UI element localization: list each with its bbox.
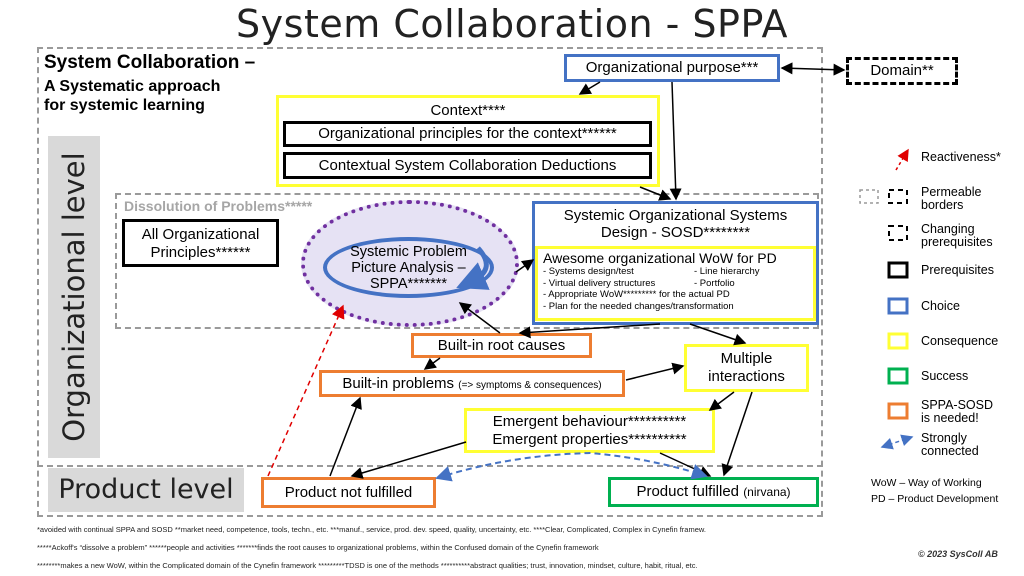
domain-box: Domain** — [846, 57, 958, 85]
legend-sppa-sosd: SPPA-SOSD is needed! — [921, 398, 994, 425]
legend-sppa-sosd-symbol — [887, 402, 909, 420]
footnote-3: ********makes a new WoW, within the Comp… — [37, 561, 698, 570]
sosd-interactions-arrow — [689, 323, 747, 346]
awesome-wow-box: Awesome organizational WoW for PD - Syst… — [535, 246, 816, 321]
emergent-notfulfilled-arrow — [350, 441, 467, 479]
organization-border — [37, 47, 823, 517]
legend-permeable-black-symbol — [888, 189, 908, 204]
legend-changing: Changing prerequisites — [921, 222, 993, 249]
purpose-sosd-arrow — [669, 81, 682, 201]
dissolution-of-problems-label: Dissolution of Problems***** — [124, 198, 313, 214]
all-org-principles-box: All Organizational Principles****** — [122, 219, 279, 267]
page-title: System Collaboration - SPPA — [236, 2, 788, 46]
rootcause-sppa-arrow — [458, 302, 501, 334]
legend-success-symbol — [887, 367, 909, 385]
purpose-domain-arrow — [780, 62, 846, 76]
contextual-deductions-box: Contextual System Collaboration Deductio… — [283, 152, 652, 179]
wow-list: - Systems design/test - Line hierarchy -… — [543, 266, 760, 312]
legend-prerequisites-symbol — [887, 261, 909, 279]
organizational-level-label: Organizational level — [48, 136, 100, 458]
system-collaboration-subtitle: A Systematic approach for systemic learn… — [44, 78, 221, 114]
sppa-loop-arrow — [456, 246, 490, 290]
legend-prerequisites: Prerequisites — [921, 263, 994, 277]
footnote-1: *avoided with continual SPPA and SOSD **… — [37, 525, 706, 534]
context-sosd-arrow — [639, 186, 672, 201]
purpose-context-arrow — [578, 81, 601, 95]
legend-permeable-grey-symbol — [859, 189, 879, 204]
abbrev-pd: PD – Product Development — [871, 493, 999, 505]
legend-permeable: Permeable borders — [921, 185, 982, 212]
legend-choice: Choice — [921, 299, 960, 313]
abbrev-wow: WoW – Way of Working — [871, 477, 982, 489]
built-in-problems-box: Built-in problems (=> symptoms & consequ… — [319, 370, 625, 397]
interactions-fulfilled-arrow — [721, 391, 753, 477]
legend-reactiveness-symbol — [895, 148, 909, 171]
legend-changing-symbol — [888, 225, 908, 241]
legend-choice-symbol — [887, 297, 909, 315]
product-level-divider — [37, 465, 823, 517]
organizational-purpose-box: Organizational purpose*** — [564, 54, 780, 82]
copyright: © 2023 SysColl AB — [918, 549, 998, 559]
sosd-rootcause-arrow — [518, 323, 661, 339]
root-causes-box: Built-in root causes — [411, 333, 592, 358]
multiple-interactions-box: Multiple interactions — [684, 344, 809, 392]
footnote-2: *****Ackoff's “dissolve a problem” *****… — [37, 543, 599, 552]
emergent-box: Emergent behaviour********** Emergent pr… — [464, 408, 715, 453]
legend-success: Success — [921, 369, 969, 383]
legend-strongly-connected-symbol — [880, 434, 914, 450]
rootcause-problems-arrow — [423, 357, 441, 370]
legend-consequence: Consequence — [921, 334, 999, 348]
sppa-label: Systemic Problem Picture Analysis – SPPA… — [350, 244, 467, 292]
org-principles-context-box: Organizational principles for the contex… — [283, 121, 652, 147]
problems-interactions-arrow — [625, 362, 685, 381]
product-not-fulfilled-box: Product not fulfilled — [261, 477, 436, 508]
sppa-sosd-arrow — [515, 259, 535, 273]
strongly-connected-arrow — [435, 451, 708, 482]
interactions-emergent-arrow — [708, 391, 735, 411]
notfulfilled-problems-arrow — [329, 396, 362, 477]
product-fulfilled-box: Product fulfilled (nirvana) — [608, 477, 819, 507]
reactiveness-arrow — [267, 304, 345, 477]
legend-reactiveness: Reactiveness* — [921, 150, 1001, 164]
system-collaboration-title: System Collaboration – — [44, 52, 256, 73]
product-level-label: Product level — [48, 468, 244, 512]
legend-strongly-connected: Strongly connected — [921, 431, 979, 458]
legend-consequence-symbol — [887, 332, 909, 350]
